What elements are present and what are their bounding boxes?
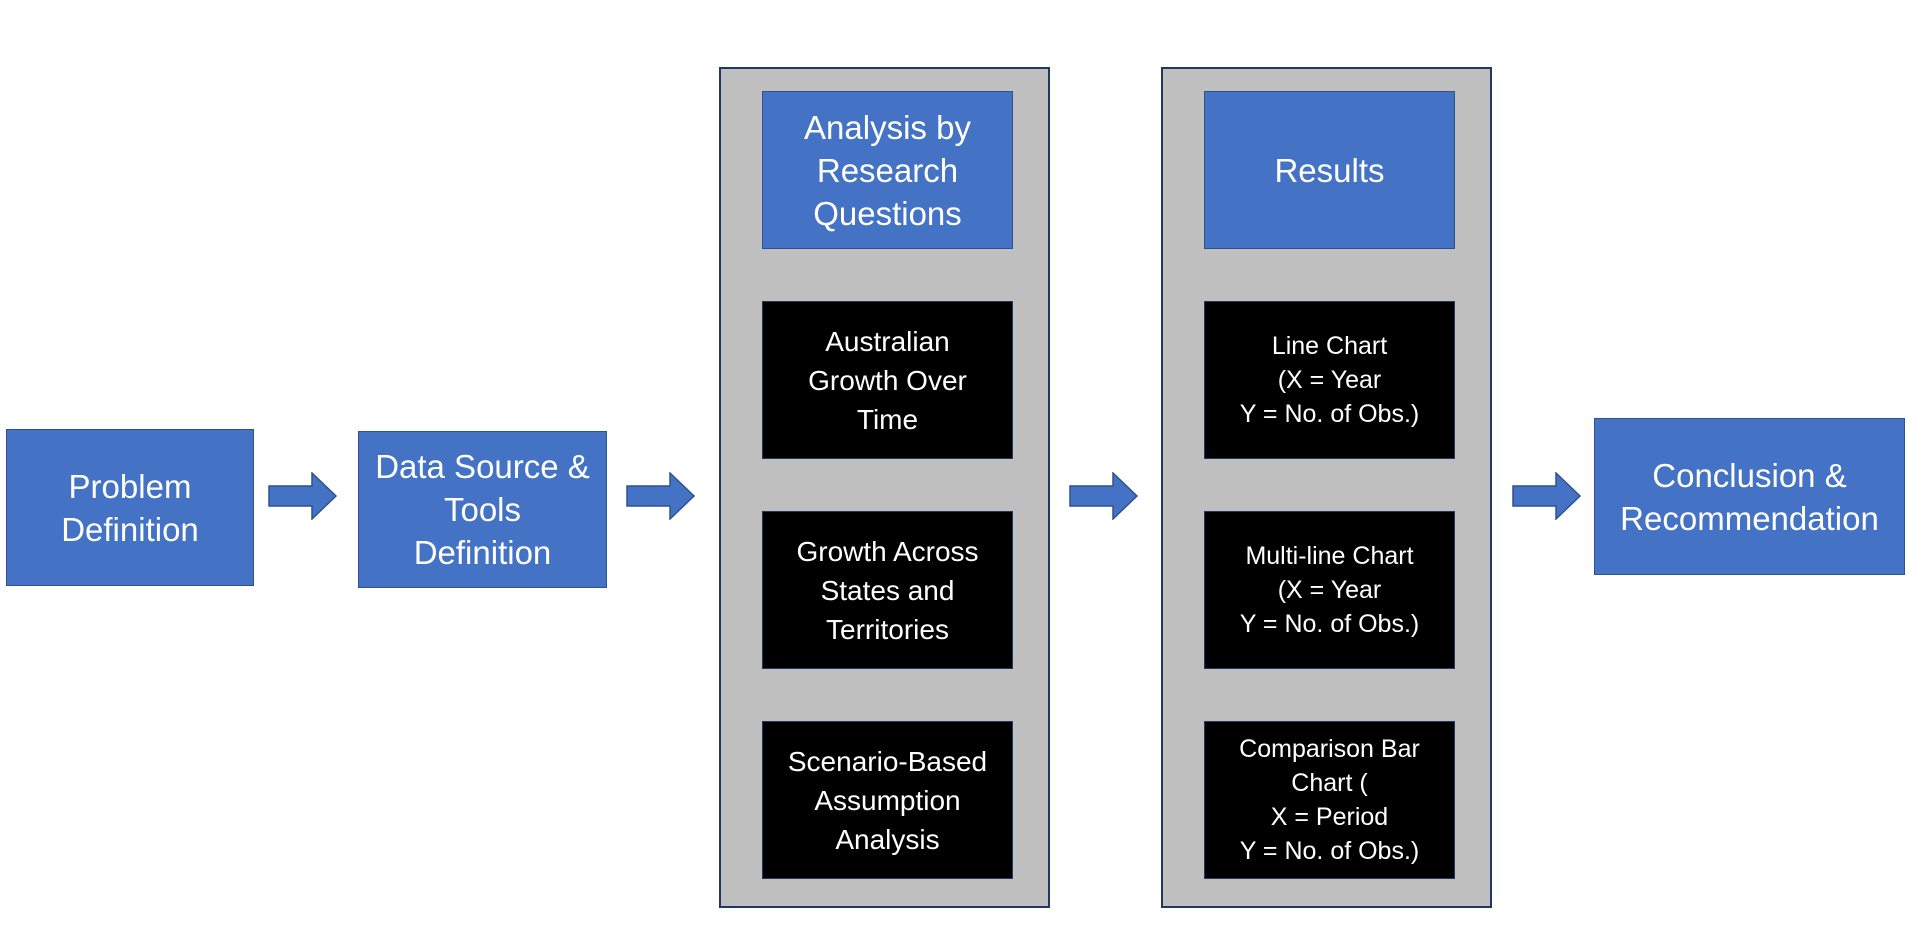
- analysis-header-box: Analysis by Research Questions: [762, 91, 1013, 249]
- arrow-right-icon: [626, 472, 696, 520]
- result-item-label: Line Chart (X = Year Y = No. of Obs.): [1239, 332, 1420, 428]
- arrow-right-icon: [268, 472, 338, 520]
- conclusion-recommendation-label: Conclusion & Recommendation: [1620, 456, 1879, 537]
- analysis-item-scenario: Scenario-Based Assumption Analysis: [762, 721, 1013, 879]
- problem-definition-box: Problem Definition: [6, 429, 254, 586]
- result-item-multiline-chart: Multi-line Chart (X = Year Y = No. of Ob…: [1204, 511, 1455, 669]
- results-header-label: Results: [1274, 151, 1385, 189]
- problem-definition-label: Problem Definition: [61, 467, 199, 548]
- results-header-box: Results: [1204, 91, 1455, 249]
- result-item-bar-chart: Comparison Bar Chart ( X = Period Y = No…: [1204, 721, 1455, 879]
- result-item-label: Comparison Bar Chart ( X = Period Y = No…: [1239, 735, 1420, 865]
- analysis-header-label: Analysis by Research Questions: [804, 108, 971, 232]
- result-item-line-chart: Line Chart (X = Year Y = No. of Obs.): [1204, 301, 1455, 459]
- data-source-tools-label: Data Source & Tools Definition: [375, 448, 590, 571]
- analysis-item-label: Australian Growth Over Time: [808, 325, 967, 435]
- arrow-right-icon: [1069, 472, 1139, 520]
- analysis-item-label: Growth Across States and Territories: [796, 535, 979, 645]
- result-item-label: Multi-line Chart (X = Year Y = No. of Ob…: [1239, 542, 1420, 638]
- arrow-right-icon: [1512, 472, 1582, 520]
- analysis-item-states-growth: Growth Across States and Territories: [762, 511, 1013, 669]
- data-source-tools-box: Data Source & Tools Definition: [358, 431, 607, 588]
- analysis-item-australian-growth: Australian Growth Over Time: [762, 301, 1013, 459]
- analysis-item-label: Scenario-Based Assumption Analysis: [787, 745, 988, 855]
- conclusion-recommendation-box: Conclusion & Recommendation: [1594, 418, 1905, 575]
